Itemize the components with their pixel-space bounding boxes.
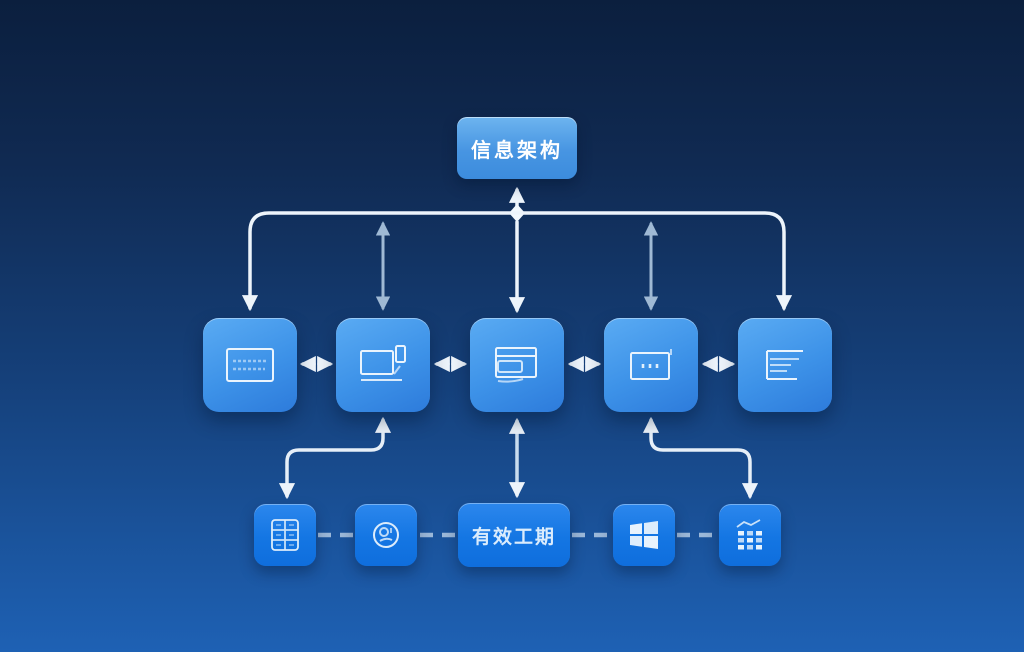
data-table-icon (733, 518, 767, 552)
connector-node2-to-bottom1 (278, 416, 392, 500)
text-card-icon (225, 347, 275, 383)
browser-list-icon (493, 345, 541, 385)
bottom-node-3-label: 有效工期 (471, 526, 556, 548)
middle-node-1 (203, 318, 297, 412)
middle-node-5 (738, 318, 832, 412)
bottom-node-1 (254, 504, 316, 566)
bottom-node-4 (613, 504, 675, 566)
connector-bus (241, 211, 793, 312)
middle-node-3 (470, 318, 564, 412)
grid-table-icon (270, 518, 300, 552)
monitor-window-icon (358, 344, 408, 386)
bottom-node-2 (355, 504, 417, 566)
middle-node-2 (336, 318, 430, 412)
connector-node4-to-bottom5 (642, 416, 759, 500)
windows-logo-icon (629, 521, 659, 549)
title-node: 信息架构 (457, 117, 577, 179)
bottom-node-3: 有效工期 (458, 503, 570, 567)
badge-circle-icon (370, 519, 402, 551)
document-lines-icon (761, 346, 809, 384)
title-node-label: 信息架构 (471, 139, 563, 162)
middle-node-4 (604, 318, 698, 412)
bottom-node-5 (719, 504, 781, 566)
dialog-dots-icon (626, 346, 676, 384)
